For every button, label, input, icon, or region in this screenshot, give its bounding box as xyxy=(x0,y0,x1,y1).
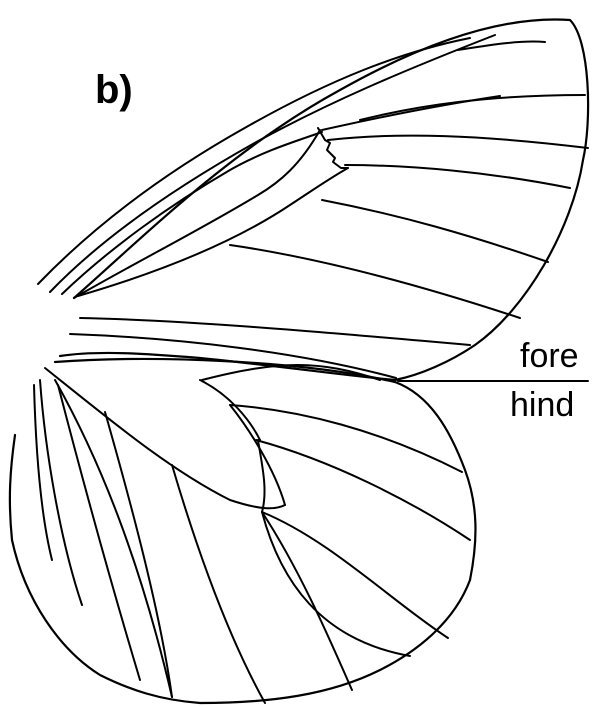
forewing-costal-vein-3 xyxy=(62,132,322,294)
hindwing-vein-base-3 xyxy=(58,385,140,680)
forewing-vein-r2 xyxy=(328,136,588,148)
panel-label: b) xyxy=(95,68,133,112)
hindwing xyxy=(10,359,476,703)
forewing-vein-m1 xyxy=(345,165,570,188)
forewing-vein-apex-1 xyxy=(458,42,545,50)
hindwing-vein-cu2 xyxy=(172,465,265,703)
hindwing-vein-cu1 xyxy=(262,512,410,656)
forewing-discocellular xyxy=(318,128,348,168)
hindwing-vein-base-2 xyxy=(55,380,172,697)
hindwing-cell-upper xyxy=(200,380,260,440)
forewing-vein-m3 xyxy=(230,245,520,318)
hindwing-outline xyxy=(10,359,476,703)
forewing-vein-cu xyxy=(80,318,470,345)
hindwing-cell-lower xyxy=(230,405,285,505)
forewing-vein-r xyxy=(322,96,500,130)
fore-label: fore xyxy=(520,337,579,375)
hind-label: hind xyxy=(510,386,574,424)
forewing-vein-apex-2 xyxy=(360,95,585,120)
hindwing-vein-rs xyxy=(230,405,462,472)
hindwing-vein-m2 xyxy=(262,512,448,638)
hindwing-vein-base-1 xyxy=(45,368,285,508)
forewing-vein-m2 xyxy=(322,200,548,262)
forewing-cell-upper xyxy=(74,130,320,298)
hindwing-inner-margin-1 xyxy=(40,380,82,605)
